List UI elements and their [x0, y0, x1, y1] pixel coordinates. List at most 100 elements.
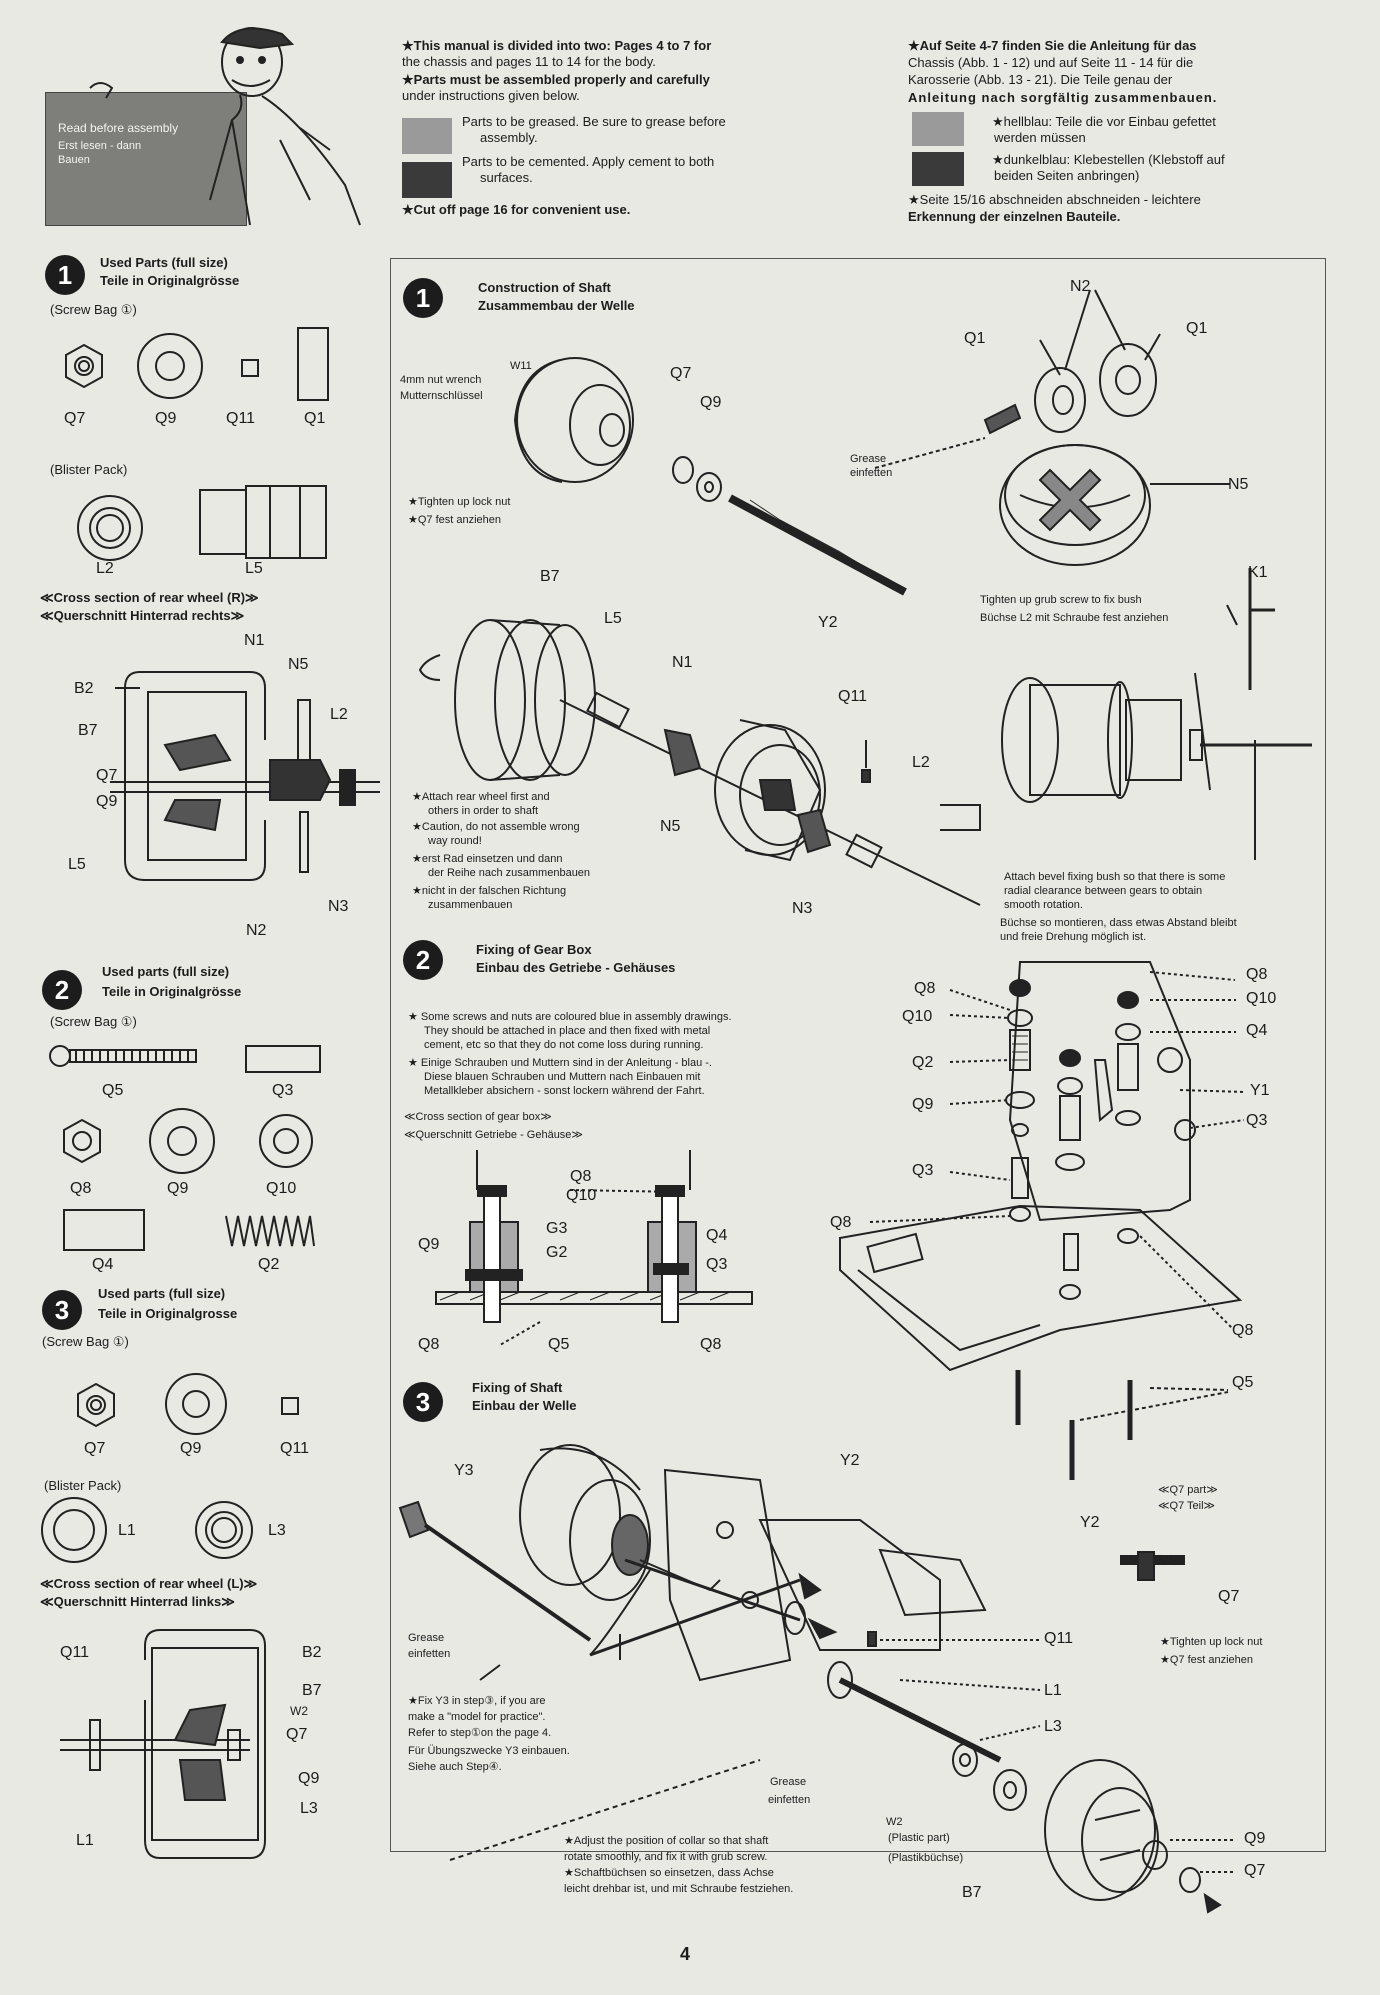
grease-swatch [402, 118, 452, 154]
left-s1-cross-n3: N3 [328, 898, 349, 915]
intro-en-1: ★This manual is divided into two: Pages … [402, 38, 712, 53]
step3-label-w2: W2 [886, 1816, 903, 1828]
left-s1-bag: (Screw Bag ①) [50, 302, 137, 317]
left-s1-cross-n2: N2 [246, 922, 267, 939]
step1-grub-de: Büchse L2 mit Schraube fest anziehen [980, 612, 1169, 624]
step1-label-n5-top: N5 [1228, 476, 1249, 493]
left-step-3-badge: 3 [42, 1290, 82, 1330]
step1-label-k1: K1 [1248, 564, 1268, 581]
left-s3-bag: (Screw Bag ①) [42, 1334, 129, 1349]
cut-off-note-de-1: ★Seite 15/16 abschneiden abschneiden - l… [908, 192, 1201, 207]
step1-label-b7: B7 [540, 568, 560, 585]
step2-note-5: Diese blauen Schrauben und Muttern nach … [424, 1071, 701, 1083]
step3-title-en: Fixing of Shaft [472, 1380, 563, 1395]
intro-en-3: ★Parts must be assembled properly and ca… [402, 72, 710, 87]
left-s2-title-de: Teile in Originalgrösse [102, 984, 242, 999]
step1-bevel-3: smooth rotation. [1004, 899, 1083, 911]
left-s3-cross-l1: L1 [76, 1832, 94, 1849]
left-s1-cross-n1: N1 [244, 632, 265, 649]
step3-label-q11: Q11 [1044, 1630, 1074, 1647]
left-s3-cross-en: ≪Cross section of rear wheel (L)≫ [40, 1576, 258, 1591]
left-s3-cross-q9: Q9 [298, 1770, 320, 1787]
step2-label-q4: Q4 [1246, 1022, 1268, 1039]
left-s2-bag: (Screw Bag ①) [50, 1014, 137, 1029]
step2-title-de: Einbau des Getriebe - Gehäuses [476, 960, 676, 975]
step2-cross-q5: Q5 [548, 1336, 570, 1353]
step1-attach-1: ★Attach rear wheel first and [412, 791, 550, 803]
left-s3-cross-l3: L3 [300, 1800, 318, 1817]
cut-off-note-de-2: Erkennung der einzelnen Bauteile. [908, 209, 1121, 224]
left-s3-part-l3: L3 [268, 1522, 286, 1539]
step1-title-de: Zusammembau der Welle [478, 298, 635, 313]
step1-label-q9: Q9 [700, 394, 722, 411]
step1-attach-2: others in order to shaft [428, 805, 539, 817]
main-instruction-panel [390, 258, 1326, 1852]
step1-label-q7: Q7 [670, 365, 692, 382]
step2-cross-en: ≪Cross section of gear box≫ [404, 1111, 552, 1123]
step1-label-q1-a: Q1 [964, 330, 986, 347]
step3-adjust-1: ★Adjust the position of collar so that s… [564, 1835, 769, 1847]
step2-cross-q3: Q3 [706, 1256, 728, 1273]
step3-fix-2: make a "model for practice". [408, 1711, 546, 1723]
step3-fix-de-1: Für Übungszwecke Y3 einbauen. [408, 1745, 570, 1757]
step1-de-b2: zusammenbauen [428, 899, 513, 911]
step-1-badge: 1 [403, 278, 443, 318]
left-s1-cross-de: ≪Querschnitt Hinterrad rechts≫ [40, 608, 245, 623]
step3-plastic-en: (Plastic part) [888, 1832, 950, 1844]
left-s2-part-q9: Q9 [167, 1180, 189, 1197]
step2-cross-g3: G3 [546, 1220, 568, 1237]
step1-title-en: Construction of Shaft [478, 280, 611, 295]
step3-label-l1: L1 [1044, 1682, 1062, 1699]
step3-label-y3: Y3 [454, 1462, 474, 1479]
cement-legend-de-2: beiden Seiten anbringen) [994, 168, 1140, 183]
step3-grease2-en: Grease [770, 1776, 807, 1788]
grease-legend-de-2: werden müssen [994, 130, 1086, 145]
step2-title-en: Fixing of Gear Box [476, 942, 592, 957]
step3-grease-de: einfetten [408, 1648, 451, 1660]
left-s2-part-q4: Q4 [92, 1256, 114, 1273]
step2-note-4: ★ Einige Schrauben und Muttern sind in d… [408, 1057, 712, 1069]
intro-de-1: ★Auf Seite 4-7 finden Sie die Anleitung … [908, 38, 1197, 53]
step2-cross-q10: Q10 [566, 1187, 597, 1204]
step2-label-q8-d: Q8 [1232, 1322, 1254, 1339]
read-before-en: Read before assembly [58, 121, 179, 135]
cement-legend-1: Parts to be cemented. Apply cement to bo… [462, 154, 715, 169]
step1-grub-en: Tighten up grub screw to fix bush [980, 594, 1142, 606]
left-s3-part-q7: Q7 [84, 1440, 106, 1457]
intro-en-4: under instructions given below. [402, 88, 580, 103]
left-s1-blister: (Blister Pack) [50, 462, 128, 477]
left-s1-cross-b7: B7 [78, 722, 98, 739]
left-s1-part-q9: Q9 [155, 410, 177, 427]
step1-tighten-en: ★Tighten up lock nut [408, 496, 511, 508]
left-s3-title-de: Teile in Originalgrosse [98, 1306, 238, 1321]
step1-bevel-de-1: Büchse so montieren, dass etwas Abstand … [1000, 917, 1237, 929]
step1-caution-1: ★Caution, do not assemble wrong [412, 821, 580, 833]
step3-fix-de-2: Siehe auch Step④. [408, 1761, 502, 1773]
step1-label-n5: N5 [660, 818, 681, 835]
grease-legend-2: assembly. [480, 130, 538, 145]
step1-tighten-de: ★Q7 fest anziehen [408, 514, 502, 526]
step2-cross-q9: Q9 [418, 1236, 440, 1253]
step1-label-n3: N3 [792, 900, 813, 917]
step1-label-q1-b: Q1 [1186, 320, 1208, 337]
step3-label-q7: Q7 [1244, 1862, 1266, 1879]
left-s1-cross-n5: N5 [288, 656, 309, 673]
left-s3-part-q11: Q11 [280, 1440, 310, 1457]
step1-label-q11: Q11 [838, 688, 868, 705]
cement-swatch [402, 162, 452, 198]
grease-swatch-de [912, 112, 964, 146]
step3-label-l3: L3 [1044, 1718, 1062, 1735]
grease-legend-1: Parts to be greased. Be sure to grease b… [462, 114, 726, 129]
left-s3-blister: (Blister Pack) [44, 1478, 122, 1493]
step2-note-6: Metallkleber absichern - sonst lockern w… [424, 1085, 705, 1097]
read-before-de1: Erst lesen - dann [58, 140, 142, 152]
left-s2-part-q5: Q5 [102, 1082, 124, 1099]
step3-tighten-en: ★Tighten up lock nut [1160, 1636, 1263, 1648]
step1-caution-2: way round! [428, 835, 482, 847]
step1-bevel-1: Attach bevel fixing bush so that there i… [1004, 871, 1226, 883]
cut-off-note: ★Cut off page 16 for convenient use. [402, 202, 631, 217]
step2-label-q10-b: Q10 [1246, 990, 1277, 1007]
step2-label-q10-a: Q10 [902, 1008, 933, 1025]
left-s3-cross-q7: Q7 [286, 1726, 308, 1743]
step3-grease-en: Grease [408, 1632, 445, 1644]
